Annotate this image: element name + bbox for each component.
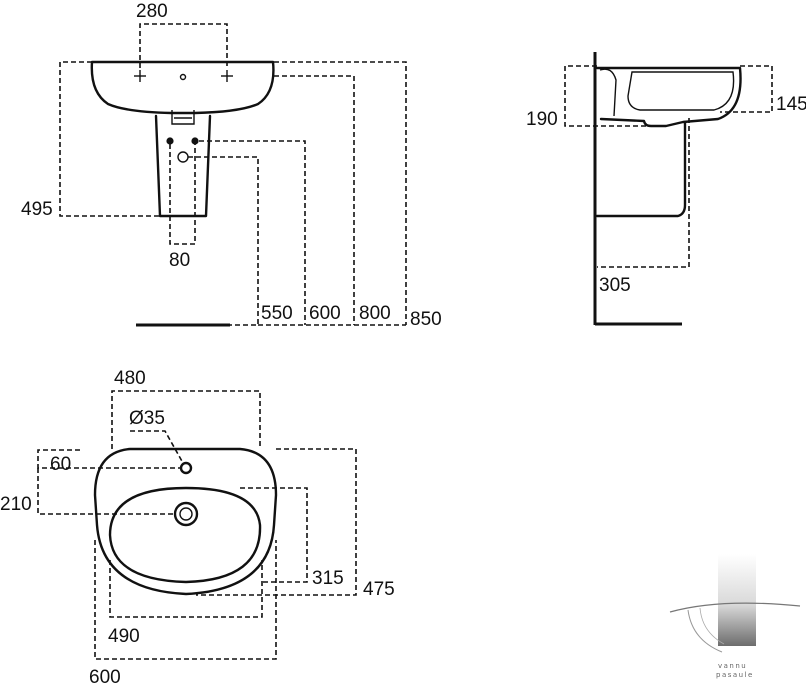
dim-280-label: 280 — [136, 1, 168, 22]
overflow-hole-icon — [179, 73, 187, 81]
tap-hole-left-icon — [134, 70, 146, 82]
top-view: 480 Ø35 60 210 315 475 490 600 — [0, 368, 395, 684]
dim-210-label: 210 — [0, 494, 32, 515]
drain-icon — [173, 501, 199, 527]
dim-495-line — [59, 61, 160, 217]
front-pedestal — [154, 114, 212, 218]
dim-145-label: 145 — [776, 94, 806, 115]
tap-hole-right-icon — [221, 70, 233, 82]
fixing-bolt-right-icon — [191, 137, 199, 145]
dim-190-label: 190 — [526, 109, 558, 130]
dim-850-label: 850 — [410, 309, 442, 330]
dim-550-line — [188, 156, 259, 326]
dim-495-label: 495 — [21, 199, 53, 220]
dim-315-label: 315 — [312, 568, 344, 589]
side-basin-inner — [627, 71, 735, 111]
top-basin-outline — [93, 447, 278, 596]
dim-305-label: 305 — [599, 275, 631, 296]
dim-480-label: 480 — [114, 368, 146, 389]
logo-text-line2: pasaule — [716, 671, 754, 679]
side-basin-wall-part — [599, 68, 617, 117]
dim-80-line — [169, 144, 196, 245]
dim-600-width-label: 600 — [89, 667, 121, 684]
logo-swoosh — [669, 602, 801, 613]
logo-text-line1: vannu — [718, 662, 747, 670]
fixing-bolt-left-icon — [166, 137, 174, 145]
front-view: 280 495 80 550 600 800 850 — [21, 1, 442, 330]
dim-80-label: 80 — [169, 250, 190, 271]
logo-column — [718, 554, 756, 646]
dim-480-line — [111, 390, 261, 449]
front-basin-outline — [90, 60, 275, 115]
tap-hole-icon — [179, 461, 193, 475]
dim-305-line — [597, 118, 690, 268]
side-basin-outer — [595, 66, 742, 128]
dim-490-label: 490 — [108, 626, 140, 647]
front-waste-bracket — [171, 110, 195, 125]
dim-dia35-line — [130, 430, 184, 464]
dim-475-label: 475 — [363, 579, 395, 600]
dim-280-line — [139, 23, 228, 68]
dim-dia35-label: Ø35 — [129, 408, 165, 429]
dim-60-label: 60 — [50, 454, 71, 475]
brand-logo: vannu pasaule — [669, 554, 801, 679]
dim-210-line — [37, 468, 175, 515]
top-bowl-outline — [108, 486, 262, 584]
dim-190-line — [564, 65, 651, 127]
side-pedestal — [595, 120, 687, 218]
dim-600-width-line — [94, 540, 277, 660]
dim-315-line — [240, 487, 308, 583]
dim-145-line — [720, 65, 773, 113]
dim-800-label: 800 — [359, 303, 391, 324]
dim-60-line — [37, 449, 180, 469]
side-view: 190 145 305 — [526, 52, 806, 326]
dim-600-line — [199, 140, 306, 325]
dim-600-label: 600 — [309, 303, 341, 324]
dim-800-line — [274, 75, 355, 325]
dim-850-line — [274, 61, 407, 325]
dim-490-line — [109, 560, 263, 618]
waste-outlet-icon — [177, 151, 189, 163]
dim-550-label: 550 — [261, 303, 293, 324]
